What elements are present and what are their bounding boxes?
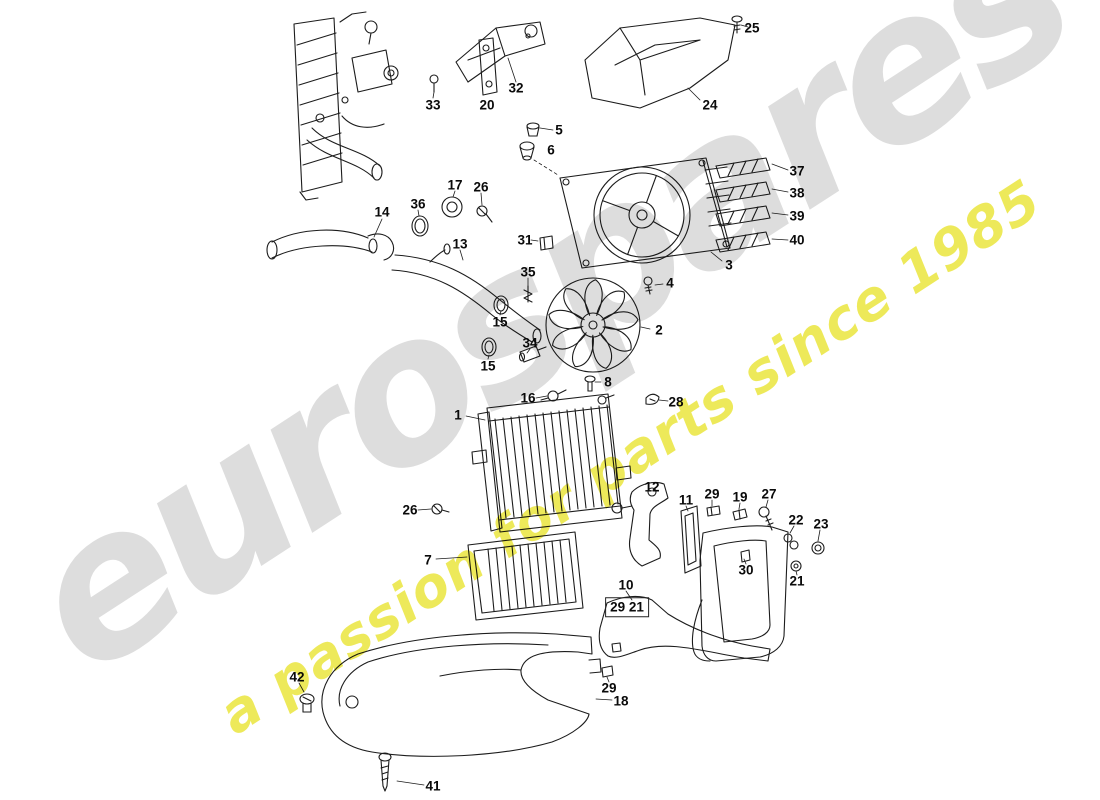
part-label-31-16: 31 — [517, 232, 533, 248]
oring-36-drawing — [412, 216, 428, 236]
part-label-13-15: 13 — [452, 236, 468, 252]
screw-26-top-drawing — [477, 206, 492, 222]
clip-29-right-drawing — [707, 506, 720, 516]
part-label-4-18: 4 — [666, 275, 674, 291]
bolt-33-drawing — [430, 75, 438, 92]
clip-28-drawing — [646, 394, 659, 404]
condenser-drawing — [468, 532, 583, 620]
leader-lines — [299, 25, 820, 785]
fitting-16-drawing — [541, 390, 566, 401]
screw-27-drawing — [759, 507, 773, 530]
part-label-24-1: 24 — [702, 97, 718, 113]
part-label-36-13: 36 — [410, 196, 426, 212]
ring-17-drawing — [442, 197, 462, 217]
part-label-27-33: 27 — [761, 486, 777, 502]
part-label-29-31: 29 — [704, 486, 720, 502]
part-label-37-7: 37 — [789, 163, 805, 179]
part-label-32-4: 32 — [508, 80, 524, 96]
part-label-41-44: 41 — [425, 778, 441, 794]
sensor-34-drawing — [520, 346, 547, 362]
part-label-6-6: 6 — [547, 142, 555, 158]
part-label-25-0: 25 — [744, 20, 760, 36]
bracket-32-drawing — [456, 22, 545, 82]
part-label-35-20: 35 — [520, 264, 536, 280]
ring-23-drawing — [812, 542, 824, 554]
air-duct-bottom-drawing — [322, 633, 601, 757]
part-label-17-11: 17 — [447, 177, 463, 193]
fan-shroud-drawing — [560, 158, 731, 268]
part-label-3-17: 3 — [725, 257, 733, 273]
part-label-8-24: 8 — [604, 374, 612, 390]
hose-14-drawing — [267, 230, 394, 260]
part-label-28-26: 28 — [668, 394, 684, 410]
cover-24-drawing — [585, 18, 735, 108]
clip-29-bottom-drawing — [602, 666, 613, 677]
air-duct-middle-drawing — [599, 596, 770, 661]
part-label-14-14: 14 — [374, 204, 390, 220]
part-label-18-42: 18 — [613, 693, 629, 709]
gasket-11-drawing — [681, 506, 701, 573]
seal-strip-38-drawing — [716, 182, 770, 202]
part-label-2-19: 2 — [655, 322, 663, 338]
part-label-11-30: 11 — [678, 492, 694, 508]
part-label-23-35: 23 — [813, 516, 829, 532]
part-label-19-32: 19 — [732, 489, 748, 505]
clip-31-drawing — [540, 236, 553, 250]
cap-6-drawing — [520, 142, 534, 160]
air-duct-right-drawing — [692, 526, 788, 661]
part-label-38-8: 38 — [789, 185, 805, 201]
part-label-29-41: 29 — [601, 680, 617, 696]
screw-42-drawing — [300, 694, 314, 712]
bracket-19-drawing — [733, 509, 747, 520]
part-label-22-34: 22 — [788, 512, 804, 528]
part-label-26-12: 26 — [473, 179, 489, 195]
part-label-42-43: 42 — [289, 669, 305, 685]
part-label-26-28: 26 — [402, 502, 418, 518]
part-label-1-27: 1 — [454, 407, 462, 423]
seal-strip-39-drawing — [716, 206, 770, 226]
clip-35-drawing — [524, 286, 532, 302]
screw-26-left-drawing — [432, 504, 449, 514]
part-label-21-36: 21 — [789, 573, 805, 589]
part-label-29-21-40: 29 21 — [605, 597, 649, 617]
part-label-15-21: 15 — [492, 314, 508, 330]
part-label-5-5: 5 — [555, 122, 563, 138]
nut-30-drawing — [741, 550, 750, 562]
part-label-20-3: 20 — [479, 97, 495, 113]
seal-strip-40-drawing — [716, 232, 770, 252]
part-label-30-37: 30 — [738, 562, 754, 578]
fan-drawing — [546, 278, 640, 372]
screw-25-drawing — [732, 16, 742, 33]
part-label-16-25: 16 — [520, 390, 536, 406]
part-label-40-10: 40 — [789, 232, 805, 248]
part-label-33-2: 33 — [425, 97, 441, 113]
bracket-20-drawing — [479, 38, 497, 95]
assembled-cooler-drawing — [294, 12, 398, 200]
part-label-12-29: 12 — [644, 479, 660, 495]
screw-4-drawing — [644, 277, 652, 294]
part-label-15-22: 15 — [480, 358, 496, 374]
hose-13-drawing — [392, 244, 541, 343]
part-label-39-9: 39 — [789, 208, 805, 224]
seal-strip-37-drawing — [716, 158, 770, 178]
cap-5-drawing — [527, 123, 539, 136]
radiator-drawing — [472, 394, 632, 532]
part-label-34-23: 34 — [522, 335, 538, 351]
part-label-10-39: 10 — [618, 577, 634, 593]
part-label-7-38: 7 — [424, 552, 432, 568]
plug-8-drawing — [585, 376, 595, 391]
screw-41-drawing — [379, 753, 391, 791]
bracket-12-drawing — [630, 482, 669, 566]
